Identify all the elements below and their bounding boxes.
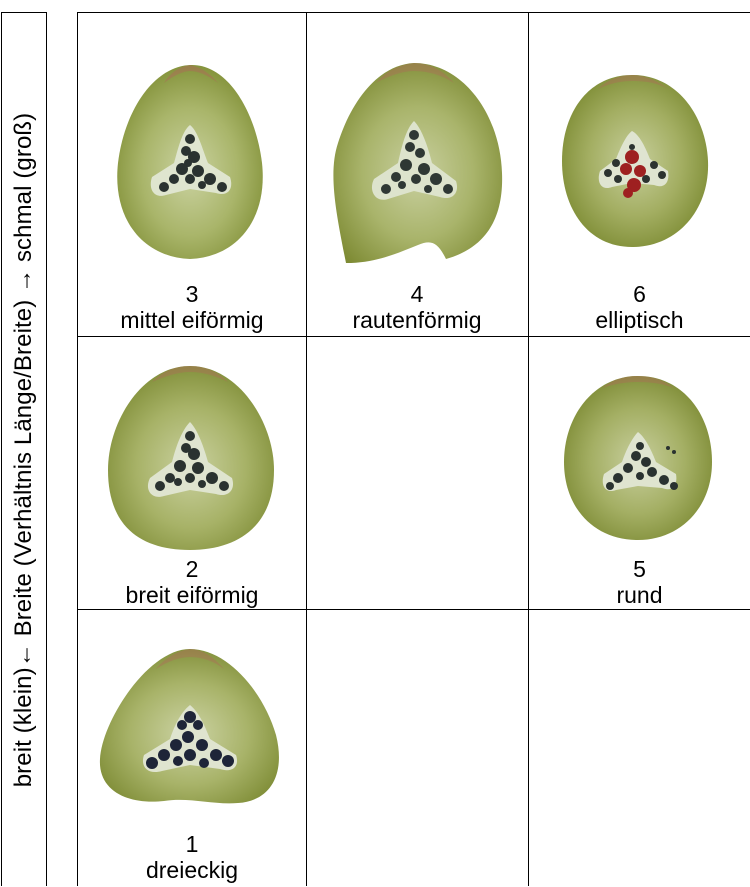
- shape-name-5: rund: [528, 582, 750, 609]
- shape-name-4: rautenförmig: [306, 307, 528, 334]
- shape-number-5: 5: [528, 556, 750, 583]
- shape-name-1: dreieckig: [78, 857, 306, 884]
- shape-name-6: elliptisch: [528, 307, 750, 334]
- shape-number-4: 4: [306, 281, 528, 308]
- axis-label: breit (klein)← Breite (Verhältnis Länge/…: [10, 112, 38, 787]
- cell-shape-4: 4 rautenförmig: [306, 13, 528, 336]
- cell-shape-1: 1 dreieckig: [78, 609, 306, 887]
- cell-shape-2: 2 breit eiförmig: [78, 336, 306, 609]
- shape-grid: 3 mittel eiförmig 4 rautenförmig: [77, 12, 750, 886]
- fruit-section-ovate-medium-image: [78, 13, 306, 283]
- cell-shape-3: 3 mittel eiförmig: [78, 13, 306, 336]
- shape-number-1: 1: [78, 831, 306, 858]
- fruit-section-rhomboid-image: [306, 13, 528, 283]
- cell-shape-5: 5 rund: [528, 336, 750, 609]
- fruit-section-ovate-broad-image: [78, 336, 306, 558]
- cell-shape-6: 6 elliptisch: [528, 13, 750, 336]
- shape-number-3: 3: [78, 281, 306, 308]
- fruit-section-round-image: [528, 336, 750, 558]
- shape-name-2: breit eiförmig: [78, 582, 306, 609]
- shape-number-2: 2: [78, 556, 306, 583]
- fruit-section-elliptic-image: [528, 13, 750, 283]
- shape-name-3: mittel eiförmig: [78, 307, 306, 334]
- fruit-section-triangular-image: [78, 609, 306, 831]
- axis-label-box: breit (klein)← Breite (Verhältnis Länge/…: [1, 12, 47, 886]
- shape-number-6: 6: [528, 281, 750, 308]
